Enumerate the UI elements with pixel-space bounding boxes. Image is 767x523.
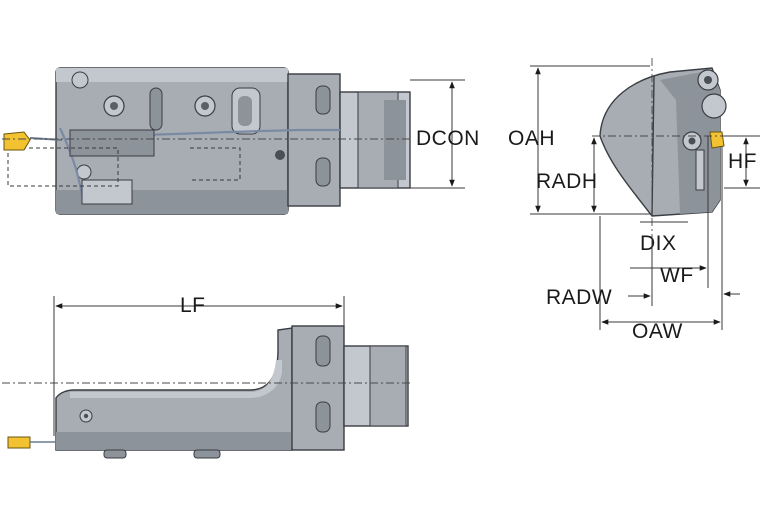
side-view-insert bbox=[709, 131, 725, 149]
radh-label: RADH bbox=[536, 170, 598, 193]
radw-label: RADW bbox=[546, 286, 612, 309]
lf-label: LF bbox=[180, 294, 206, 317]
dix-label: DIX bbox=[640, 232, 677, 255]
front-view: LF bbox=[2, 294, 412, 459]
side-view: OAH RADH HF DIX WF RADW OAW bbox=[508, 58, 760, 343]
oah-label: OAH bbox=[508, 127, 555, 150]
front-view-body bbox=[55, 327, 293, 451]
top-view: DCON bbox=[2, 67, 480, 215]
oaw-label: OAW bbox=[632, 320, 683, 343]
front-view-insert bbox=[7, 436, 31, 449]
hf-label: HF bbox=[728, 150, 757, 173]
top-view-insert bbox=[3, 131, 31, 151]
top-view-flange bbox=[287, 73, 341, 207]
wf-label: WF bbox=[660, 264, 694, 287]
dcon-label: DCON bbox=[416, 127, 480, 150]
